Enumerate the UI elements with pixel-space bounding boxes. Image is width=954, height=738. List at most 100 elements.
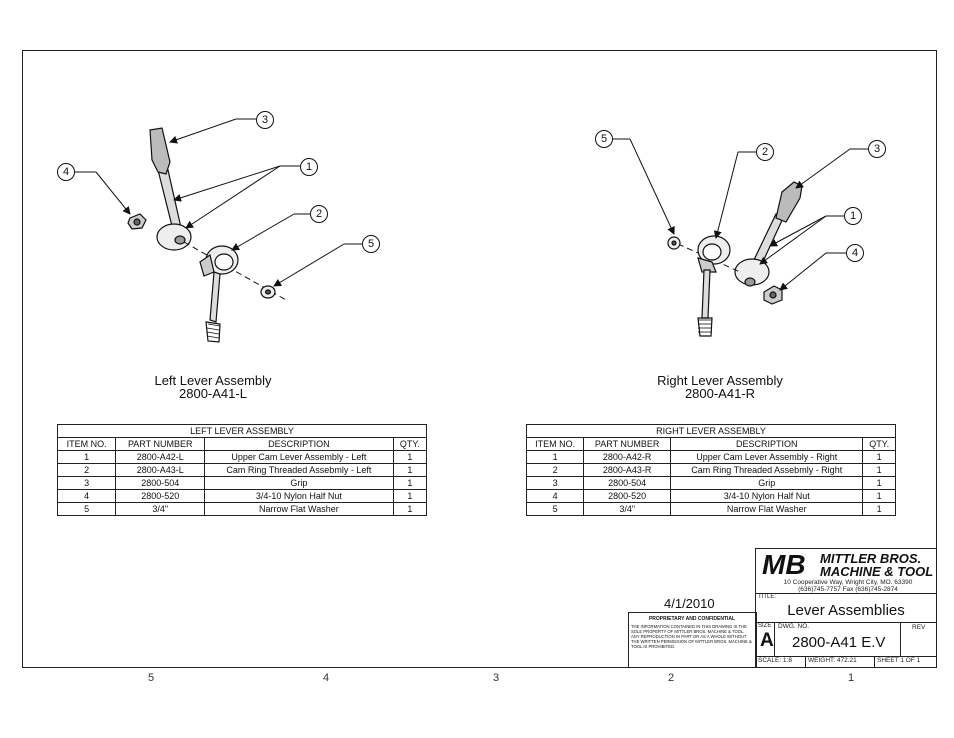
left-bom-caption: LEFT LEVER ASSEMBLY — [57, 424, 427, 437]
logo-mark: MB — [762, 549, 806, 579]
balloon-3: 3 — [868, 140, 886, 158]
cell: 1 — [392, 489, 428, 503]
balloon-5: 5 — [362, 235, 380, 253]
left-grip — [149, 127, 171, 175]
right-assembly-title: Right Lever Assembly 2800-A41-R — [600, 374, 840, 400]
cell: 1 — [392, 502, 428, 516]
col-part-number: PART NUMBER — [115, 437, 206, 451]
cell: 3 — [525, 476, 585, 490]
sheet-size: A — [760, 630, 774, 651]
cell: 1 — [862, 463, 896, 477]
cell: 1 — [862, 489, 896, 503]
cell: Upper Cam Lever Assembly - Left — [204, 450, 394, 464]
right-threaded-rod — [701, 269, 711, 319]
drawing-sheet-border — [22, 50, 937, 668]
company-logo: MB MITTLER BROS. MACHINE & TOOL — [760, 549, 936, 584]
cell: Narrow Flat Washer — [670, 502, 864, 516]
proprietary-text: THE INFORMATION CONTAINED IN THIS DRAWIN… — [631, 624, 752, 649]
col-qty: QTY. — [862, 437, 896, 451]
cell: 3/4-10 Nylon Half Nut — [670, 489, 864, 503]
left-assembly-title: Left Lever Assembly 2800-A41-L — [93, 374, 333, 400]
zone-2: 2 — [668, 672, 675, 684]
cell: 4 — [525, 489, 585, 503]
left-bom-header-row: ITEM NO. PART NUMBER DESCRIPTION QTY. — [56, 437, 428, 451]
cell: 2800-520 — [583, 489, 672, 503]
cell: 2800-504 — [583, 476, 672, 490]
drawing-date: 4/1/2010 — [664, 596, 715, 611]
cell: Cam Ring Threaded Assebmly - Right — [670, 463, 864, 477]
left-bom-table: LEFT LEVER ASSEMBLY ITEM NO. PART NUMBER… — [56, 424, 428, 516]
zone-1: 1 — [848, 672, 855, 684]
cell: 3/4-10 Nylon Half Nut — [204, 489, 394, 503]
title-block — [755, 548, 937, 668]
zone-3: 3 — [493, 672, 500, 684]
cell: 2800-504 — [115, 476, 206, 490]
cell: 5 — [525, 502, 585, 516]
cell: 3 — [56, 476, 117, 490]
balloon-5: 5 — [595, 130, 613, 148]
drawing-number: 2800-A41 E.V — [792, 634, 886, 651]
balloon-4: 4 — [57, 163, 75, 181]
left-assembly-drawing — [74, 118, 362, 343]
title-label: TITLE: — [758, 594, 777, 600]
cell: 5 — [56, 502, 117, 516]
cell: 1 — [56, 450, 117, 464]
cell: 2800-A42-R — [583, 450, 672, 464]
col-qty: QTY. — [392, 437, 428, 451]
cell: 2800-A42-L — [115, 450, 206, 464]
right-bom-header-row: ITEM NO. PART NUMBER DESCRIPTION QTY. — [525, 437, 896, 451]
cell: 3/4" — [115, 502, 206, 516]
balloon-3: 3 — [256, 111, 274, 129]
right-assembly-number: 2800-A41-R — [684, 386, 756, 401]
balloon-1: 1 — [300, 158, 318, 176]
col-item-no: ITEM NO. — [56, 437, 117, 451]
company-phone: (636)745-7757 Fax (636)745-2874 — [798, 586, 898, 593]
company-name-line2: MACHINE & TOOL — [820, 564, 933, 579]
cell: 2 — [56, 463, 117, 477]
balloon-4: 4 — [846, 244, 864, 262]
cell: Grip — [670, 476, 864, 490]
col-description: DESCRIPTION — [670, 437, 864, 451]
left-cam-hub — [156, 223, 192, 251]
right-grip — [775, 181, 803, 223]
proprietary-heading: PROPRIETARY AND CONFIDENTIAL — [648, 616, 736, 622]
col-description: DESCRIPTION — [204, 437, 394, 451]
zone-4: 4 — [323, 672, 330, 684]
cell: 2800-A43-R — [583, 463, 672, 477]
cell: Upper Cam Lever Assembly - Right — [670, 450, 864, 464]
cell: 1 — [392, 463, 428, 477]
left-assembly-name: Left Lever Assembly — [154, 373, 272, 388]
scale-field: SCALE: 1:8 — [758, 657, 792, 664]
cell: 1 — [392, 476, 428, 490]
cell: 3/4" — [583, 502, 672, 516]
right-bom-caption: RIGHT LEVER ASSEMBLY — [526, 424, 896, 437]
zone-5: 5 — [148, 672, 155, 684]
cell: 1 — [862, 450, 896, 464]
cell: 1 — [862, 476, 896, 490]
cell: 1 — [392, 450, 428, 464]
left-assembly-number: 2800-A41-L — [179, 386, 247, 401]
cell: Narrow Flat Washer — [204, 502, 394, 516]
cell: 2800-520 — [115, 489, 206, 503]
cell: 2800-A43-L — [115, 463, 206, 477]
left-threaded-rod — [209, 271, 221, 323]
weight-field: WEIGHT: 472.21 — [808, 657, 857, 664]
col-item-no: ITEM NO. — [525, 437, 585, 451]
sheet-field: SHEET 1 OF 1 — [877, 657, 921, 664]
right-assembly-drawing — [612, 138, 868, 337]
cell: 4 — [56, 489, 117, 503]
drawing-title: Lever Assemblies — [787, 602, 905, 619]
dwg-no-label: DWG. NO. — [778, 623, 810, 630]
cell: 1 — [862, 502, 896, 516]
size-label: SIZE — [758, 623, 772, 629]
company-name-line1: MITTLER BROS. — [820, 551, 921, 566]
cell: 2 — [525, 463, 585, 477]
